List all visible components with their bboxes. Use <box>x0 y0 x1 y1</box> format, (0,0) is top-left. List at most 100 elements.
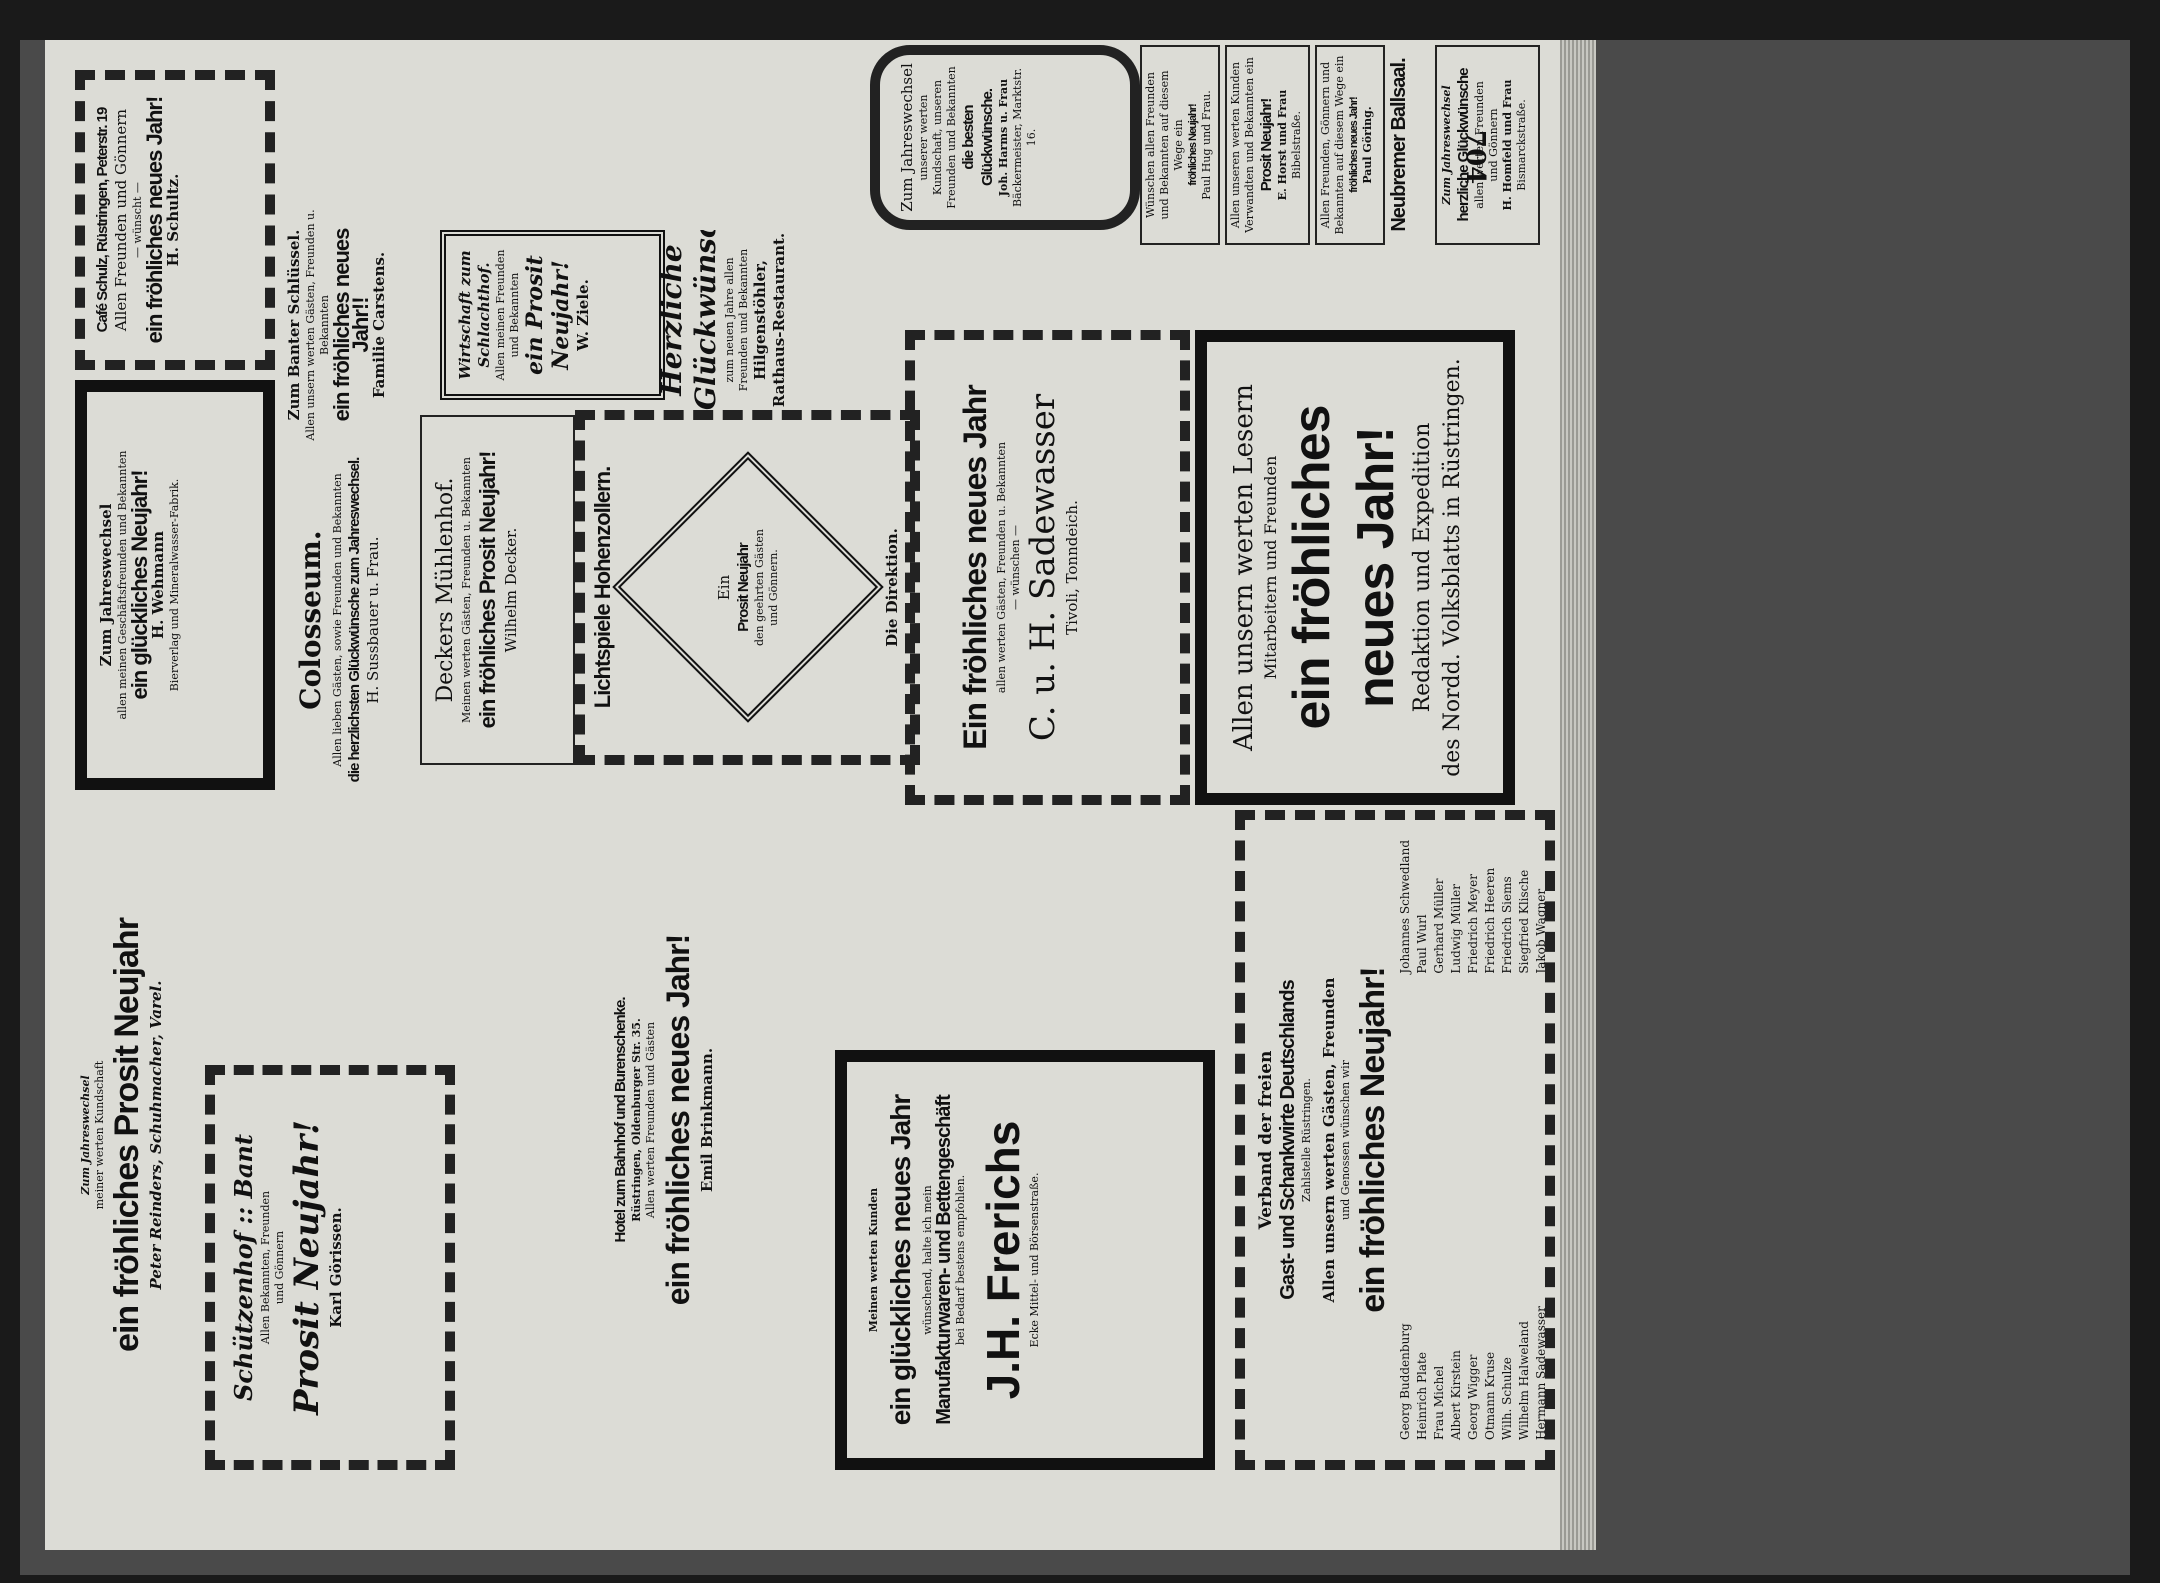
ad-text: Ecke Mittel- und Börsenstraße. <box>1028 1172 1041 1348</box>
ad-text: Bäckermeister, Marktstr. 16. <box>1011 67 1038 208</box>
ad-headline: fröhliches neues Jahr! <box>1348 97 1360 193</box>
ad-goering: Allen Freunden, Gönnern und Bekannten au… <box>1315 45 1385 245</box>
ad-ballsaal: Neubremer Ballsaal. <box>1390 45 1430 245</box>
ad-name: Paul Göring. <box>1361 106 1374 184</box>
ad-text: Zahlstelle Rüstringen. <box>1300 1078 1313 1202</box>
rotated-content: Allen unsern werten Lesern Mitarbeitern … <box>45 40 1560 1550</box>
ad-text: den geehrten Gästen <box>752 528 766 647</box>
ad-text: Verwandten und Bekannten ein <box>1243 57 1256 233</box>
ad-horst: Allen unseren werten Kunden Verwandten u… <box>1225 45 1310 245</box>
ad-name: Karl Görissen. <box>327 1207 345 1328</box>
ad-homfeld: Zum Jahreswechsel herzliche Glückwünsche… <box>1435 45 1540 245</box>
ad-text: Allen Freunden und Gönnern <box>112 108 130 332</box>
name-entry: Wilhelm Halweland <box>1517 1321 1531 1440</box>
ad-text: Freunden und Bekannten <box>945 66 958 209</box>
ad-hohenzollern: Lichtspiele Hohenzollern. Ein Prosit Neu… <box>575 410 920 765</box>
ad-text: Zum Jahreswechsel <box>1440 85 1453 205</box>
ad-text: allen werten Freunden <box>1473 81 1486 209</box>
ad-text: allen werten Gästen, Freunden u. Bekannt… <box>995 441 1008 694</box>
ad-text: Redaktion und Expedition <box>1410 422 1435 713</box>
ad-text: Allen Bekannten, Freunden <box>259 1190 272 1345</box>
ad-text: Allen unsern werten Gästen, Freunden u. … <box>304 209 331 441</box>
ad-text: Zum Jahreswechsel <box>898 63 916 212</box>
ad-headline: die herzlichsten Glückwünsche zum Jahres… <box>346 457 363 783</box>
name-entry: Wilh. Ballmann <box>1551 880 1555 974</box>
ad-text: Allen werten Freunden und Gästen <box>644 1021 657 1219</box>
name-entry: Otmann Kruse <box>1483 1351 1497 1440</box>
ad-headline: ein fröhliches Neujahr! <box>1354 967 1392 1313</box>
ad-text: Meinen werten Gästen, Freunden u. Bekann… <box>460 457 473 723</box>
ad-title: Colosseum. <box>294 530 327 710</box>
ad-headline: ein glückliches Neujahr! <box>127 470 152 700</box>
name-entry: Albert Kirstein <box>1449 1350 1463 1440</box>
ad-name: Paul Hug und Frau. <box>1200 90 1213 200</box>
ad-brinkmann: Hotel zum Bahnhof und Burenschenke. Rüst… <box>605 770 755 1470</box>
name-entry: Georg Buddenburg <box>1398 1323 1412 1440</box>
ad-headline: ein glückliches neues Jahr <box>885 1094 916 1426</box>
ad-text: Ein <box>714 574 733 601</box>
ad-headline: ein fröhliches Prosit Neujahr <box>108 918 146 1352</box>
ad-name: Emil Brinkmann. <box>698 1047 716 1193</box>
ad-text: Gast- und Schankwirte Deutschlands <box>1277 980 1299 1300</box>
ad-name: Hilgenstöhler, Rathaus-Restaurant. <box>751 232 788 408</box>
ad-harms: Zum Jahreswechsel unserer werten Kundsch… <box>870 45 1140 230</box>
ad-carstens: Zum Banter Schlüssel. Allen unsern werte… <box>285 200 435 450</box>
ad-title: Hotel zum Bahnhof und Burenschenke. <box>612 997 629 1243</box>
ad-name: Café Schulz, Rüstringen, Peterstr. 19 <box>94 107 111 333</box>
ad-headline: ein fröhliches neues Jahr! <box>1283 405 1405 730</box>
ad-name: W. Ziele. <box>574 279 592 351</box>
ad-verband: Verband der freien Gast- und Schankwirte… <box>1235 810 1555 1470</box>
name-entry: Heinrich Plate <box>1415 1352 1429 1440</box>
ad-name: H. Homfeld und Frau <box>1501 79 1514 211</box>
ad-text: Bekannten auf diesem Wege ein <box>1333 55 1346 235</box>
ad-text: zum neuen Jahre allen Freunden und Bekan… <box>723 248 750 392</box>
ad-text: und Gönnern <box>1487 108 1500 182</box>
ad-name: Joh. Harms u. Frau <box>997 78 1010 197</box>
ad-text: Zum Jahreswechsel <box>97 503 115 667</box>
ad-text: Verband der freien <box>1256 1050 1276 1230</box>
ad-frerichs: Meinen werten Kunden ein glückliches neu… <box>835 1050 1215 1470</box>
ad-schulz: Café Schulz, Rüstringen, Peterstr. 19 Al… <box>75 70 275 370</box>
ad-name: Wilhelm Decker. <box>502 527 520 653</box>
ad-text: Bismarckstraße. <box>1515 99 1528 191</box>
ad-title: Lichtspiele Hohenzollern. <box>590 466 615 709</box>
ad-headline: ein fröhliches neues Jahr! <box>142 96 167 344</box>
name-entry: Friedrich Heeren <box>1483 867 1497 974</box>
ad-text: Meinen werten Kunden <box>867 1187 880 1333</box>
ad-hilgenstoehler: Herzliche Glückwünsche zum neuen Jahre a… <box>645 230 870 410</box>
ad-ziele: Wirtschaft zum Schlachthof. Allen meinen… <box>440 230 665 400</box>
ad-text: Tivoli, Tonndeich. <box>1063 500 1081 635</box>
name-entry: Gerhard Müller <box>1432 878 1446 974</box>
newspaper-page <box>45 40 1560 1550</box>
ad-headline: Prosit Neujahr! <box>1258 98 1275 192</box>
ad-text: — wünschen — <box>1009 524 1022 611</box>
ad-headline: Prosit Neujahr <box>734 543 752 632</box>
name-entry: Frau Michel <box>1432 1365 1446 1440</box>
ad-headline: Prosit Neujahr! <box>287 1119 327 1416</box>
ad-text: Bibelstraße. <box>1290 111 1303 179</box>
ad-text: bei Bedarf bestens empfohlen. <box>954 1174 967 1346</box>
ad-headline: Ein fröhliches neues Jahr <box>957 385 993 750</box>
diamond-text: Ein Prosit Neujahr den geehrten Gästen u… <box>715 420 781 755</box>
name-entry: Wilh. Schulze <box>1500 1357 1514 1440</box>
ad-title: Wirtschaft zum Schlachthof. <box>456 250 493 380</box>
name-entry: Johannes Schwedland <box>1398 840 1412 974</box>
ad-text: Mitarbeitern und Freunden <box>1261 455 1280 680</box>
ad-text: und Gönnern <box>273 1230 286 1305</box>
ad-text: Allen Freunden, Gönnern und <box>1319 61 1332 229</box>
name-entry: Hermann Sadewasser <box>1534 1306 1548 1440</box>
name-entry: Friedrich Meyer <box>1466 874 1480 974</box>
ad-text: Allen unsern werten Lesern <box>1229 384 1259 751</box>
ad-title: Schützenhof :: Bant <box>229 1134 258 1401</box>
ad-headline: ein Prosit Neujahr! <box>522 255 574 375</box>
name-entry: Friedrich Siems <box>1500 876 1514 974</box>
ad-headline: Herzliche Glückwünsche <box>655 230 722 410</box>
ad-name: Familie Carstens. <box>370 251 388 399</box>
ad-sadewasser: Ein fröhliches neues Jahr allen werten G… <box>905 330 1190 805</box>
ad-text: des Nordd. Volksblatts in Rüstringen. <box>1440 358 1465 777</box>
ad-headline: die besten Glückwünsche. <box>960 88 996 187</box>
ad-text: Zum Jahreswechsel <box>79 1075 92 1195</box>
ad-text: und Genossen wünschen wir <box>1339 1060 1352 1220</box>
